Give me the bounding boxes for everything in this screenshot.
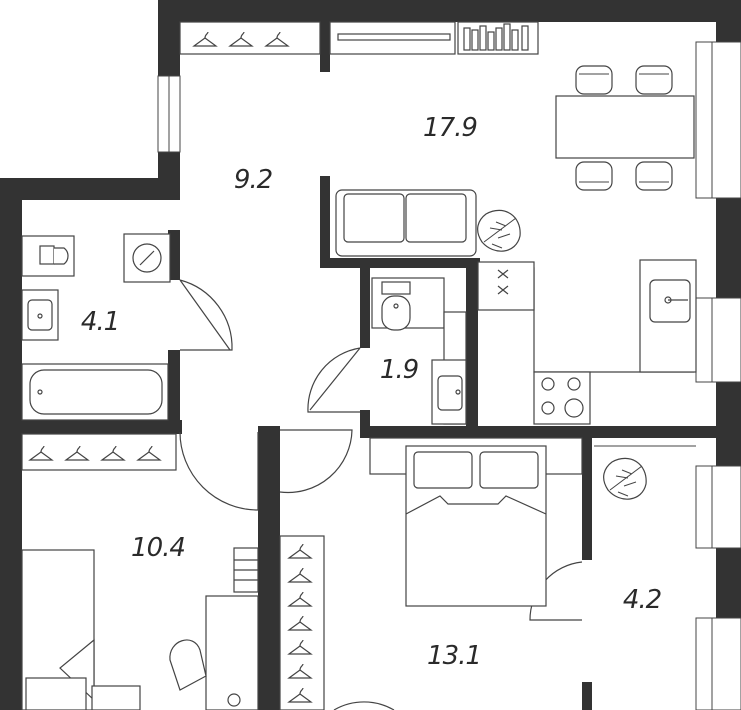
area-label-bedroom-left: 10.4 xyxy=(131,533,186,563)
toilet-fixtures xyxy=(371,277,467,425)
bedroom-wardrobe xyxy=(21,433,177,471)
sofa xyxy=(335,189,477,257)
main-wardrobe xyxy=(279,535,325,710)
area-label-bedroom-main: 13.1 xyxy=(427,641,482,671)
dining-table xyxy=(555,65,695,191)
kitchen-counter xyxy=(477,259,697,425)
double-bed-icon xyxy=(369,437,583,607)
shelf xyxy=(329,21,539,55)
bedroom-left-furniture xyxy=(21,547,259,710)
area-label-kitchen: 17.9 xyxy=(423,113,478,143)
bathroom-fixtures xyxy=(21,233,171,421)
area-label-hall: 9.2 xyxy=(233,165,273,195)
area-label-toilet: 1.9 xyxy=(379,355,419,385)
hall-wardrobe xyxy=(179,21,321,55)
windows xyxy=(157,41,741,710)
area-label-bathroom: 4.1 xyxy=(80,307,120,337)
area-label-balcony: 4.2 xyxy=(622,585,662,615)
